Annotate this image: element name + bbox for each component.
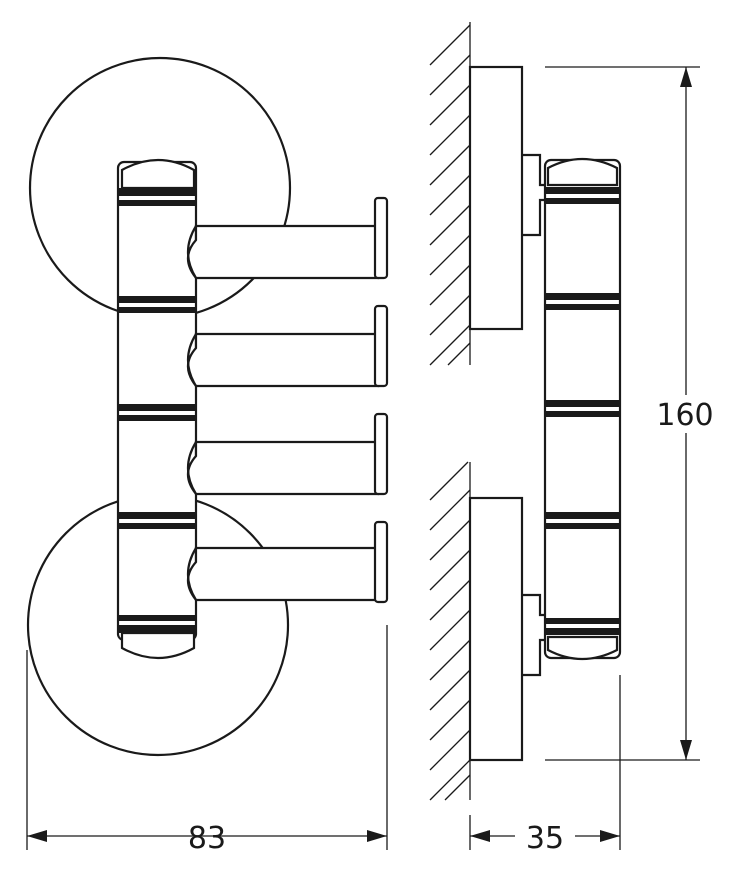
depth-label: 35: [526, 821, 564, 856]
height-dimension: 160: [650, 67, 720, 760]
swivel-arm-3: [186, 412, 389, 496]
bottom-bracket: [522, 593, 545, 677]
bottom-cap: [120, 631, 196, 659]
front-view: [26, 56, 389, 850]
top-bracket: [522, 153, 545, 237]
bottom-plate-profile: [468, 496, 524, 762]
swivel-arm-2: [186, 304, 389, 388]
side-column: [543, 158, 622, 660]
hook-column: [116, 159, 198, 659]
width-label: 83: [188, 821, 226, 856]
top-plate-profile: [468, 65, 524, 331]
wall-hatch-lower: [429, 461, 471, 801]
wall-hatch-upper: [429, 22, 471, 366]
depth-dimension: 35: [470, 815, 620, 856]
height-label: 160: [656, 398, 713, 433]
swivel-arm-4: [186, 520, 389, 604]
side-view: [429, 22, 700, 850]
swivel-arm-1: [186, 196, 389, 280]
top-cap: [120, 159, 196, 190]
width-dimension: 83: [27, 821, 387, 856]
